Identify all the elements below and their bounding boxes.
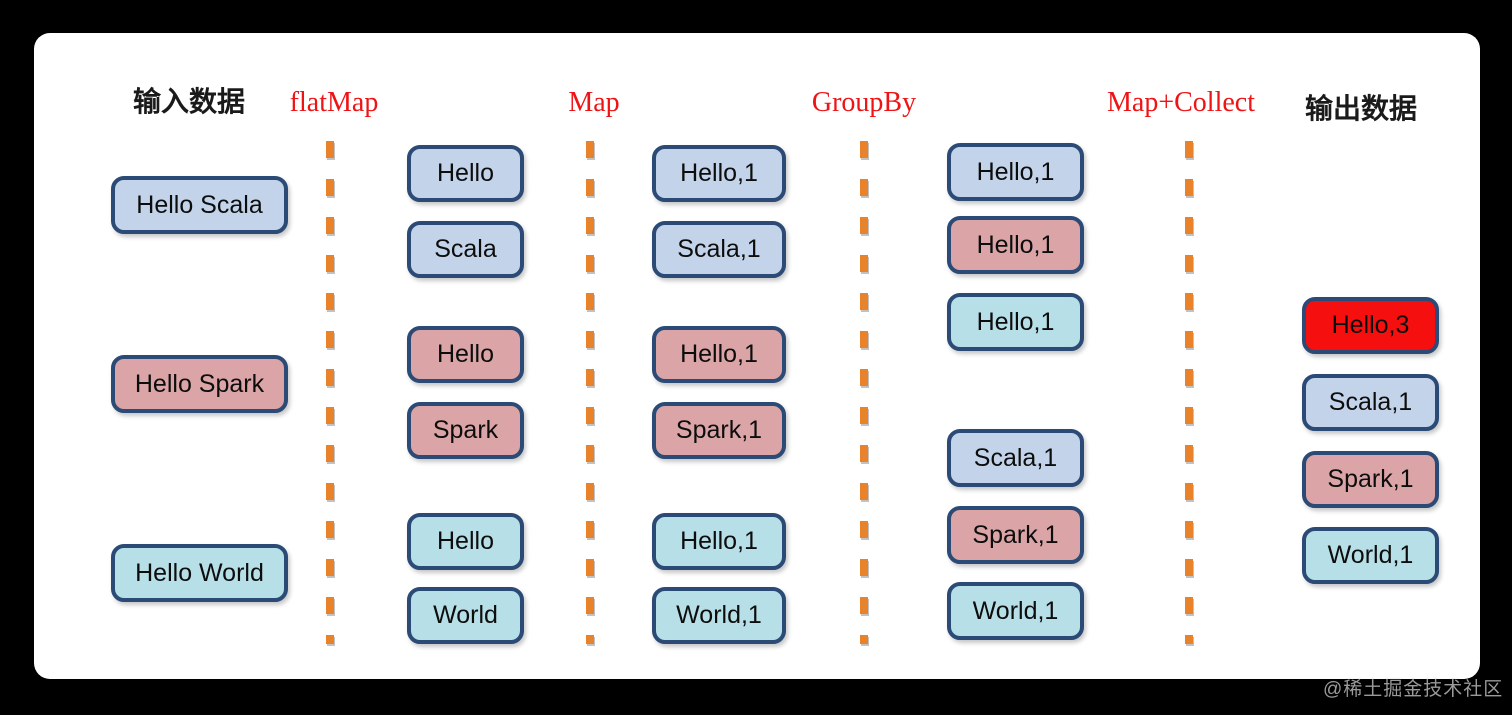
map-flow-box: Hello,1 — [652, 326, 786, 383]
flatmap-flow-box: Hello — [407, 145, 524, 202]
output-flow-box: World,1 — [1302, 527, 1439, 584]
dashed-divider-map-collect-stage — [1185, 141, 1193, 644]
column-header-flatmap: flatMap — [289, 87, 379, 118]
output-flow-box: Hello,3 — [1302, 297, 1439, 354]
groupby-flow-box: Hello,1 — [947, 143, 1084, 201]
column-header-output: 输出数据 — [1304, 94, 1418, 125]
output-flow-box: Spark,1 — [1302, 451, 1439, 508]
input-flow-box: Hello Spark — [111, 355, 288, 413]
dashed-divider-groupby-stage — [860, 141, 868, 644]
map-flow-box: Spark,1 — [652, 402, 786, 459]
watermark: @稀土掘金技术社区 — [1323, 679, 1504, 700]
map-flow-box: Hello,1 — [652, 513, 786, 570]
input-flow-box: Hello Scala — [111, 176, 288, 234]
column-header-input: 输入数据 — [132, 87, 246, 118]
input-flow-box: Hello World — [111, 544, 288, 602]
diagram-card: 输入数据 flatMap Map GroupBy Map+Collect 输出数据 Hel… — [34, 33, 1480, 679]
dashed-divider-flatmap-stage — [326, 141, 334, 644]
flatmap-flow-box: Hello — [407, 326, 524, 383]
column-header-map-collect: Map+Collect — [1107, 87, 1255, 118]
flatmap-flow-box: Hello — [407, 513, 524, 570]
flatmap-flow-box: Scala — [407, 221, 524, 278]
flatmap-flow-box: World — [407, 587, 524, 644]
map-flow-box: Scala,1 — [652, 221, 786, 278]
column-header-groupby: GroupBy — [811, 87, 917, 118]
map-flow-box: World,1 — [652, 587, 786, 644]
groupby-flow-box: World,1 — [947, 582, 1084, 640]
groupby-flow-box: Scala,1 — [947, 429, 1084, 487]
groupby-flow-box: Hello,1 — [947, 293, 1084, 351]
column-header-map: Map — [568, 87, 620, 118]
output-flow-box: Scala,1 — [1302, 374, 1439, 431]
flatmap-flow-box: Spark — [407, 402, 524, 459]
dashed-divider-map-stage — [586, 141, 594, 644]
map-flow-box: Hello,1 — [652, 145, 786, 202]
groupby-flow-box: Spark,1 — [947, 506, 1084, 564]
groupby-flow-box: Hello,1 — [947, 216, 1084, 274]
